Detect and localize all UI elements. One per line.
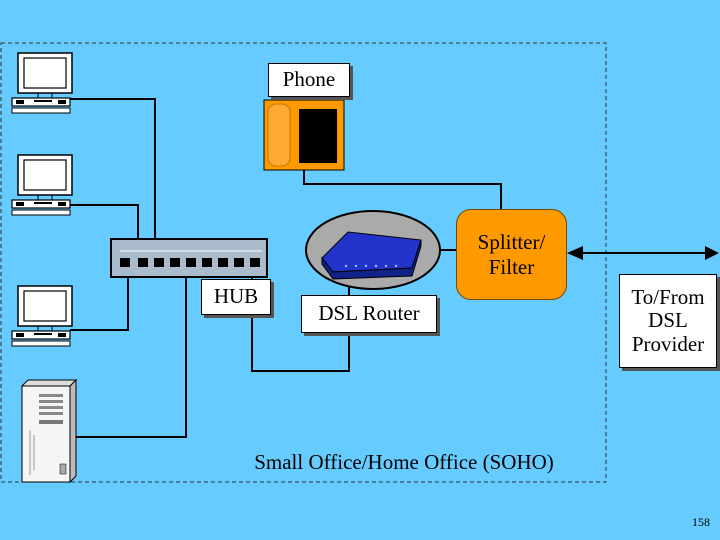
soho-boundary: [0, 42, 607, 483]
computer-icon: [11, 154, 73, 216]
dsl-router-icon: [305, 210, 441, 290]
dsl-router-label-text: DSL Router: [318, 301, 420, 326]
computer-icon: [11, 52, 73, 114]
phone-icon: [263, 99, 345, 171]
phone-label-text: Phone: [282, 67, 336, 92]
splitter-filter-box: Splitter/ Filter: [456, 209, 567, 300]
hub-label-text: HUB: [213, 284, 259, 309]
provider-link-arrow: [567, 246, 719, 260]
splitter-label-line2: Filter: [488, 254, 535, 279]
hub-icon: [110, 238, 268, 278]
phone-label: Phone: [268, 63, 350, 97]
dsl-router-label: DSL Router: [301, 295, 437, 333]
server-icon: [20, 378, 78, 484]
provider-label-line3: Provider: [631, 331, 705, 356]
hub-label: HUB: [201, 279, 271, 315]
computer-icon: [11, 285, 73, 347]
splitter-label-line1: Splitter/: [477, 229, 546, 254]
provider-label-line2: DSL: [648, 308, 688, 333]
page-number: 158: [692, 515, 710, 529]
provider-label-line1: To/From: [631, 284, 705, 309]
soho-caption: Small Office/Home Office (SOHO): [254, 450, 554, 474]
provider-label: To/From DSL Provider: [619, 274, 717, 368]
